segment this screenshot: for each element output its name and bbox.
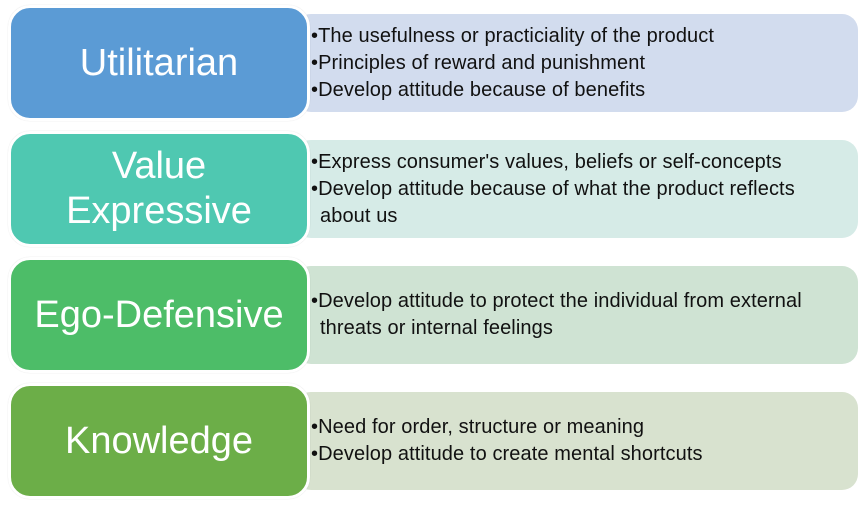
utilitarian-bullet-list: The usefulness or practiciality of the p… [295,23,732,104]
bullet-item: Principles of reward and punishment [313,50,714,77]
bullet-item: Express consumer's values, beliefs or se… [313,149,840,176]
row-knowledge: Need for order, structure or meaning Dev… [0,378,866,504]
knowledge-detail-panel: Need for order, structure or meaning Dev… [295,392,858,490]
knowledge-bullet-list: Need for order, structure or meaning Dev… [295,414,721,468]
value-expressive-label-box: Value Expressive [8,131,310,247]
bullet-item: The usefulness or practiciality of the p… [313,23,714,50]
bullet-item: Need for order, structure or meaning [313,414,703,441]
knowledge-label: Knowledge [64,419,254,462]
ego-defensive-label: Ego-Defensive [34,293,284,336]
value-expressive-detail-panel: Express consumer's values, beliefs or se… [295,140,858,238]
ego-defensive-bullet-list: Develop attitude to protect the individu… [295,288,858,342]
row-ego-defensive: Develop attitude to protect the individu… [0,252,866,378]
row-utilitarian: The usefulness or practiciality of the p… [0,0,866,126]
utilitarian-detail-panel: The usefulness or practiciality of the p… [295,14,858,112]
utilitarian-label: Utilitarian [79,41,239,84]
knowledge-label-box: Knowledge [8,383,310,499]
bullet-item: Develop attitude to protect the individu… [313,288,840,342]
utilitarian-label-box: Utilitarian [8,5,310,121]
row-value-expressive: Express consumer's values, beliefs or se… [0,126,866,252]
ego-defensive-detail-panel: Develop attitude to protect the individu… [295,266,858,364]
value-expressive-label: Value Expressive [66,145,252,232]
bullet-item: Develop attitude to create mental shortc… [313,441,703,468]
value-expressive-bullet-list: Express consumer's values, beliefs or se… [295,149,858,230]
bullet-item: Develop attitude because of what the pro… [313,176,840,230]
ego-defensive-label-box: Ego-Defensive [8,257,310,373]
bullet-item: Develop attitude because of benefits [313,77,714,104]
